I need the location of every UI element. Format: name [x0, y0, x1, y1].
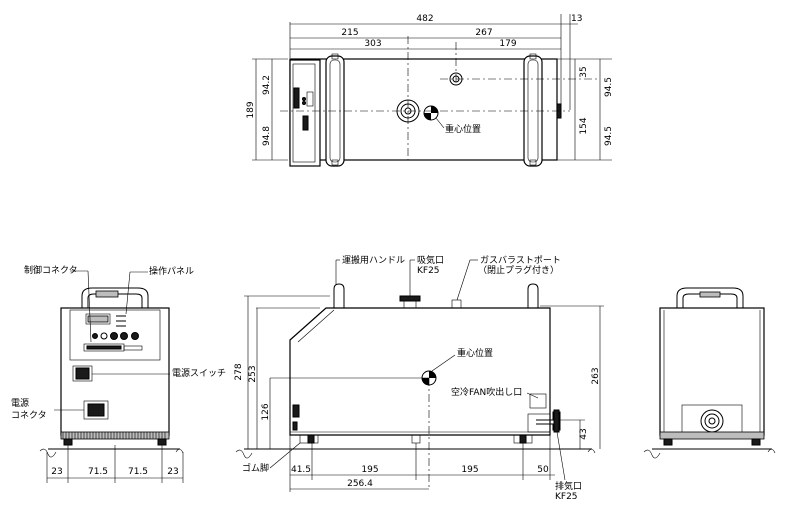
- label-exhaust: 排気口: [555, 480, 582, 492]
- front-view: 制御コネクタ 操作パネル 電源スイッチ 電源 コネクタ 23 71.5 71.5…: [11, 264, 226, 483]
- label-inlet: 吸気口: [417, 254, 444, 266]
- side-handle-right: [527, 283, 539, 308]
- front-handle: [81, 287, 149, 308]
- dim-482: 482: [416, 14, 433, 24]
- label-inlet-kf: KF25: [417, 266, 440, 276]
- label-control-connector: 制御コネクタ: [24, 264, 78, 276]
- dim-267: 267: [475, 28, 492, 38]
- dim-13: 13: [571, 14, 582, 24]
- label-power-connector-2: コネクタ: [11, 410, 47, 421]
- dim-94-2: 94.2: [262, 75, 272, 95]
- top-view: 重心位置 482 13 215 267 303 179 189 94.2 94.…: [246, 14, 614, 167]
- label-power-connector-1: 電源: [11, 398, 29, 409]
- dim-71-5-right: 71.5: [128, 467, 148, 477]
- side-view: 重心位置 運搬用ハンドル 吸気口 KF25 ガスバラストポート （閉止プラグ付き…: [234, 254, 604, 502]
- dim-253: 253: [248, 365, 258, 382]
- side-exhaust: [536, 411, 561, 431]
- dim-71-5-left: 71.5: [88, 467, 108, 477]
- label-operation-panel: 操作パネル: [149, 265, 194, 277]
- top-cog-label: 重心位置: [445, 123, 481, 135]
- dim-154: 154: [579, 117, 589, 134]
- label-fan-outlet: 空冷FAN吹出し口: [451, 386, 522, 398]
- dim-23-right: 23: [167, 467, 178, 477]
- dim-263: 263: [591, 367, 601, 384]
- dim-50: 50: [537, 465, 549, 475]
- label-gas-ballast-note: （閉止プラグ付き）: [478, 264, 559, 276]
- dim-126: 126: [261, 403, 271, 420]
- side-gas-ballast: [451, 299, 462, 309]
- dim-179: 179: [499, 39, 516, 49]
- side-handle-left: [333, 283, 345, 308]
- top-cog-symbol: [423, 105, 439, 121]
- label-handle: 運搬用ハンドル: [342, 254, 405, 266]
- label-power-switch: 電源スイッチ: [172, 368, 226, 379]
- dim-94-5-upper: 94.5: [604, 77, 614, 97]
- rear-view: [643, 287, 776, 459]
- dim-195-right: 195: [461, 465, 478, 475]
- side-inlet: [399, 295, 421, 302]
- dim-23-left: 23: [51, 467, 62, 477]
- side-body: [289, 307, 551, 436]
- dim-195-left: 195: [361, 465, 378, 475]
- label-gas-ballast: ガスバラストポート: [480, 255, 561, 266]
- dim-278: 278: [234, 363, 244, 380]
- dim-256-4: 256.4: [347, 479, 373, 489]
- label-exhaust-kf: KF25: [555, 492, 578, 502]
- dim-189: 189: [246, 101, 256, 118]
- dim-94-5-lower: 94.5: [604, 126, 614, 146]
- dim-35: 35: [579, 66, 589, 77]
- dim-94-8: 94.8: [262, 126, 272, 146]
- dim-303: 303: [364, 39, 381, 49]
- rear-handle: [676, 287, 744, 308]
- side-cog-label: 重心位置: [457, 347, 493, 359]
- dim-43: 43: [579, 428, 589, 439]
- label-rubber-foot: ゴム脚: [242, 462, 269, 474]
- dim-215: 215: [341, 28, 358, 38]
- dim-41-5: 41.5: [291, 465, 311, 475]
- front-power-switch: [72, 365, 93, 382]
- top-panel: [289, 59, 321, 167]
- front-panel: [69, 309, 161, 361]
- rear-body: [659, 307, 765, 436]
